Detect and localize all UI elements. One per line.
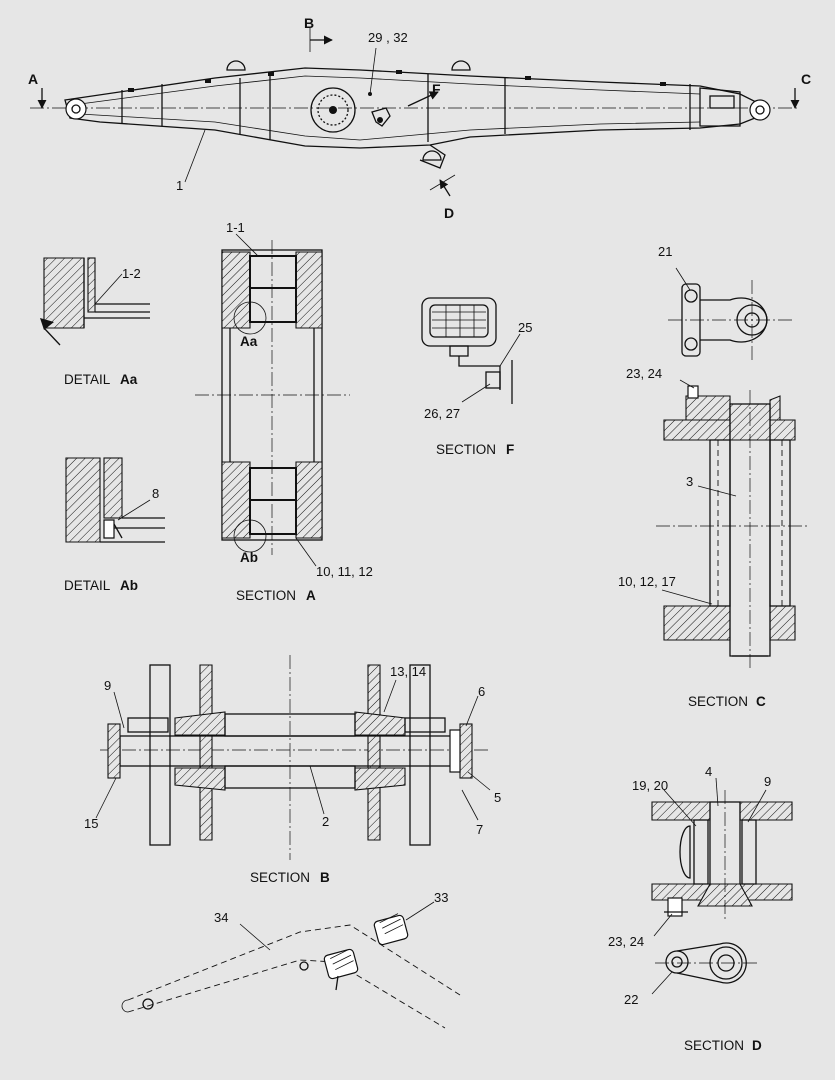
callout-19-20: 19, 20 <box>632 778 668 793</box>
callout-22: 22 <box>624 992 638 1007</box>
callout-25: 25 <box>518 320 532 335</box>
detail-ab: 8 DETAIL Ab <box>64 457 165 593</box>
callout-9-section-b: 9 <box>104 678 111 693</box>
callout-33: 33 <box>434 890 448 905</box>
view-marker-a: A <box>28 71 38 87</box>
section-f-caption-tag: F <box>506 442 514 457</box>
callout-1: 1 <box>176 178 183 193</box>
callout-1-1: 1-1 <box>226 220 245 235</box>
callout-21: 21 <box>658 244 672 259</box>
detail-ab-caption-tag: Ab <box>120 578 138 593</box>
section-b-caption-tag: B <box>320 870 330 885</box>
callout-7: 7 <box>476 822 483 837</box>
detail-aa-caption-tag: Aa <box>120 372 138 387</box>
main-arm-view: A B C D F 29 , 32 1 <box>28 15 811 221</box>
section-b: 9 13, 14 6 5 7 15 2 SECTION B <box>84 655 501 885</box>
callout-4: 4 <box>705 764 712 779</box>
section-c: 21 23, 24 3 10, 12, 17 SECTION C <box>618 244 808 709</box>
callout-5: 5 <box>494 790 501 805</box>
view-marker-d: D <box>444 205 454 221</box>
lamp-sketch: 34 33 <box>121 890 461 1029</box>
section-c-caption-tag: C <box>756 694 766 709</box>
callout-23-24-top: 23, 24 <box>626 366 662 381</box>
section-a: 1-1 Aa Ab 10, 11, 12 SECTION A <box>195 220 373 603</box>
detail-tag-aa: Aa <box>240 334 258 349</box>
section-a-caption-tag: A <box>306 588 316 603</box>
callout-23-24-bottom: 23, 24 <box>608 934 644 949</box>
callout-29-32: 29 , 32 <box>368 30 408 45</box>
section-d-caption-word: SECTION <box>684 1038 744 1053</box>
callout-6: 6 <box>478 684 485 699</box>
view-marker-c: C <box>801 71 811 87</box>
view-marker-f: F <box>432 81 441 97</box>
section-c-caption-word: SECTION <box>688 694 748 709</box>
callout-2: 2 <box>322 814 329 829</box>
callout-15: 15 <box>84 816 98 831</box>
section-d: 19, 20 4 9 23, 24 22 SECTION D <box>608 764 793 1053</box>
callout-26-27: 26, 27 <box>424 406 460 421</box>
section-d-caption-tag: D <box>752 1038 762 1053</box>
detail-aa-caption-word: DETAIL <box>64 372 111 387</box>
section-a-caption-word: SECTION <box>236 588 296 603</box>
section-b-caption-word: SECTION <box>250 870 310 885</box>
detail-aa: 1-2 DETAIL Aa <box>40 257 150 387</box>
callout-9-section-d: 9 <box>764 774 771 789</box>
detail-tag-ab: Ab <box>240 550 258 565</box>
callout-3: 3 <box>686 474 693 489</box>
detail-ab-caption-word: DETAIL <box>64 578 111 593</box>
section-f: 25 26, 27 SECTION F <box>421 297 532 457</box>
callout-8: 8 <box>152 486 159 501</box>
callout-1-2: 1-2 <box>122 266 141 281</box>
view-marker-b: B <box>304 15 314 31</box>
section-f-caption-word: SECTION <box>436 442 496 457</box>
callout-13-14: 13, 14 <box>390 664 426 679</box>
callout-10-12-17: 10, 12, 17 <box>618 574 676 589</box>
callout-10-11-12: 10, 11, 12 <box>316 564 373 579</box>
callout-34: 34 <box>214 910 228 925</box>
